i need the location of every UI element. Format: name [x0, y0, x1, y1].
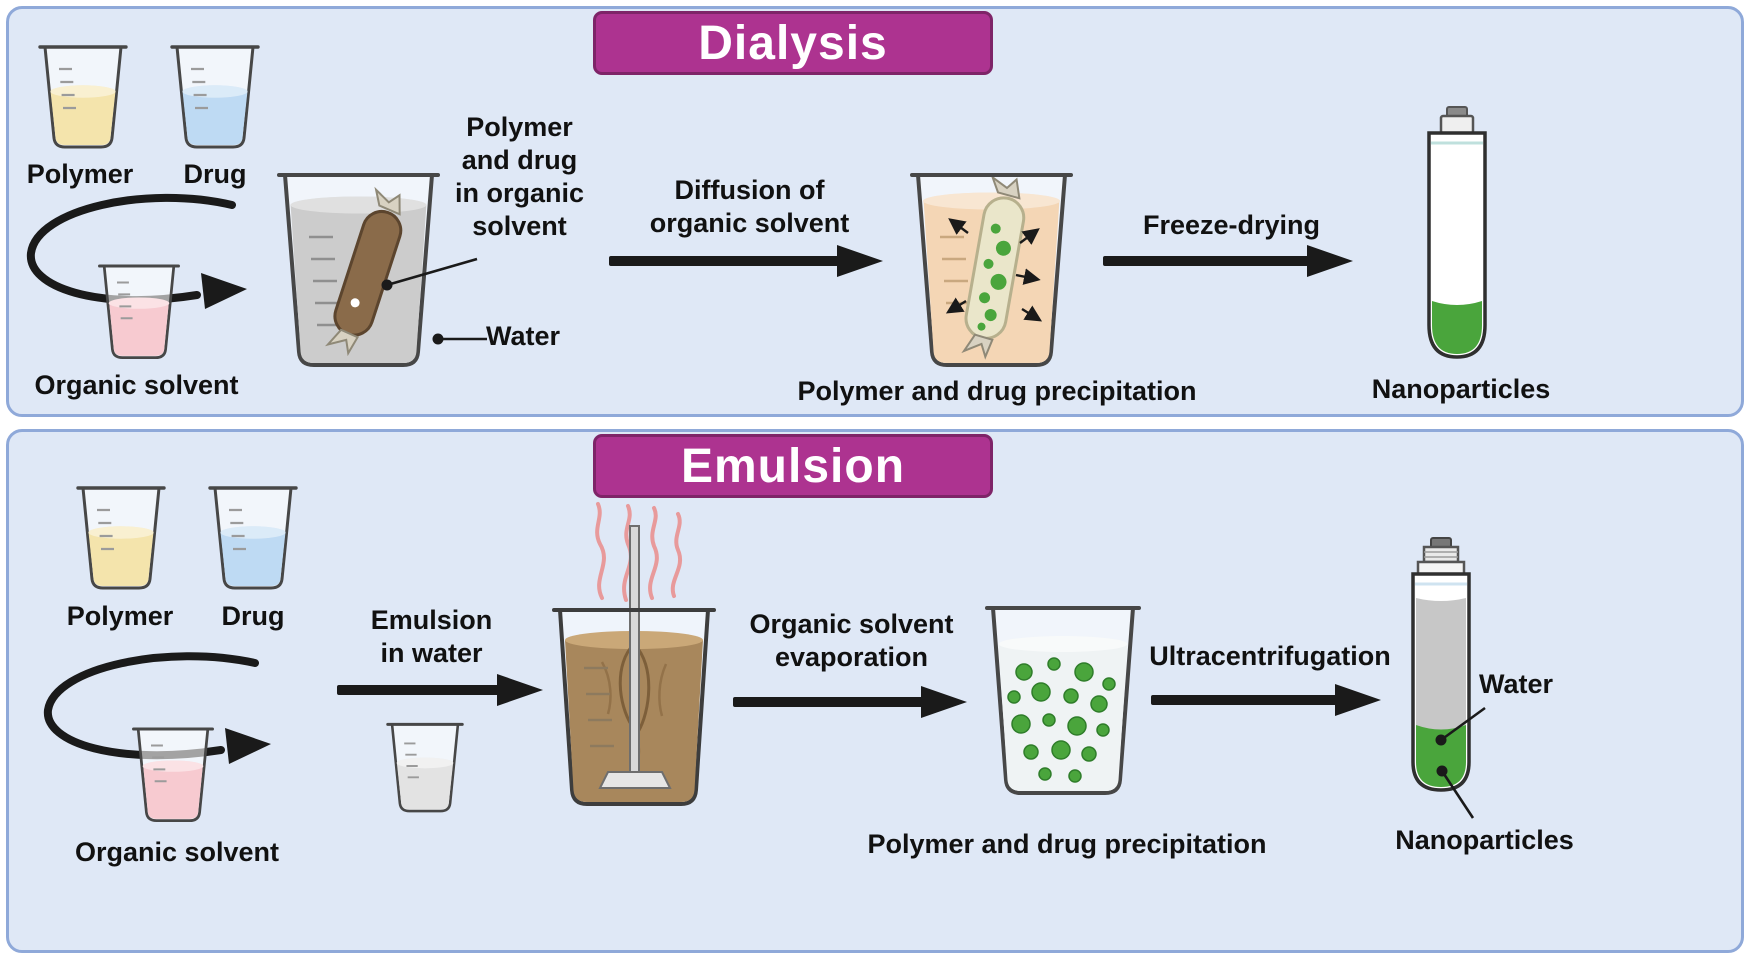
- organic-solvent-beaker: [125, 718, 221, 828]
- organic-solvent-label: Organic solvent: [74, 837, 280, 867]
- nanoparticle-tube-illustration: [1427, 106, 1487, 359]
- dialysis-bag: [324, 186, 403, 357]
- dialysis-bag-with-nanoparticles: [961, 174, 1026, 360]
- dialysis-water-beaker-illustration: [277, 173, 440, 367]
- diffusion-mini-arrows: [945, 218, 1043, 322]
- stirrer-paddle: [598, 771, 672, 789]
- drug-beaker: [165, 35, 265, 155]
- water-callout-line: [429, 327, 491, 351]
- water-callout-label: Water: [486, 321, 561, 351]
- emulsion-arrow: [335, 672, 547, 708]
- evaporation-arrow-label: Organic solvent evaporation: [749, 609, 954, 672]
- right-arrow-icon: [337, 674, 543, 706]
- organic-solvent-label: Organic solvent: [34, 370, 239, 400]
- nanoparticles-callout-line: [1433, 762, 1483, 824]
- evaporation-arrow: [731, 684, 971, 720]
- stirrer-rod: [629, 525, 640, 775]
- nanoparticle-dots: [1007, 657, 1116, 783]
- polymer-beaker-illustration: [76, 486, 166, 590]
- freeze-drying-arrow-label: Freeze-drying: [1142, 210, 1321, 240]
- emulsion-arrow-label: Emulsion in water: [370, 605, 493, 668]
- suspension-beaker-illustration: [985, 606, 1141, 795]
- centrifuge-tube-illustration: [1411, 537, 1471, 792]
- right-arrow-icon: [609, 245, 883, 277]
- drug-beaker-illustration: [208, 486, 298, 590]
- vapor-lines: [595, 502, 682, 602]
- dialysis-water-beaker: [271, 159, 446, 374]
- precipitation-label: Polymer and drug precipitation: [867, 829, 1267, 859]
- emulsion-panel: Emulsion Polymer: [6, 429, 1744, 953]
- water-beaker-small: [381, 714, 469, 818]
- bag-callout-label: Polymer and drug in organic solvent: [454, 112, 584, 241]
- water-callout-label: Water: [1479, 669, 1554, 699]
- curved-arrow-icon: [43, 652, 271, 764]
- organic-solvent-beaker: [91, 255, 187, 365]
- centrifuge-tube: [1401, 536, 1481, 798]
- diffusion-arrow: [607, 243, 887, 279]
- precipitation-label: Polymer and drug precipitation: [797, 376, 1197, 406]
- drug-label: Drug: [221, 601, 285, 631]
- dialysis-title: Dialysis: [698, 16, 888, 70]
- water-beaker-illustration: [386, 722, 464, 813]
- emulsion-title-banner: Emulsion: [593, 434, 993, 498]
- water-callout-line: [1429, 698, 1491, 748]
- right-arrow-icon: [1103, 245, 1353, 277]
- bag-callout-line: [377, 251, 482, 295]
- dialysis-panel: Dialysis Polymer: [6, 6, 1744, 417]
- right-arrow-icon: [1151, 684, 1381, 716]
- callout-line-icon: [1436, 765, 1475, 819]
- polymer-label: Polymer: [66, 601, 174, 631]
- dialysis-title-banner: Dialysis: [593, 11, 993, 75]
- nanoparticle-tube: [1421, 105, 1493, 365]
- nanoparticle-suspension-beaker: [979, 592, 1147, 802]
- organic-solvent-beaker-illustration: [132, 727, 214, 823]
- precipitation-beaker: [904, 159, 1079, 374]
- stirred-beaker-illustration: [552, 502, 716, 806]
- precipitation-beaker-illustration: [910, 173, 1073, 367]
- diffusion-arrow-label: Diffusion of organic solvent: [649, 175, 850, 238]
- polymer-beaker: [71, 476, 171, 596]
- polymer-beaker: [33, 35, 133, 155]
- mixing-curved-arrow: [33, 650, 298, 775]
- polymer-beaker-illustration: [38, 45, 128, 149]
- ultracentrifugation-arrow: [1149, 682, 1385, 718]
- drug-beaker: [203, 476, 303, 596]
- freeze-drying-arrow: [1101, 243, 1357, 279]
- drug-label: Drug: [183, 159, 247, 189]
- callout-line-icon: [381, 257, 478, 291]
- polymer-label: Polymer: [26, 159, 134, 189]
- stirred-emulsion-beaker: [544, 498, 724, 818]
- callout-line-icon: [1435, 706, 1486, 746]
- drug-beaker-illustration: [170, 45, 260, 149]
- callout-line-icon: [432, 333, 487, 345]
- organic-solvent-beaker-illustration: [98, 264, 180, 360]
- emulsion-title: Emulsion: [680, 439, 906, 493]
- nanoparticles-label: Nanoparticles: [1395, 825, 1574, 855]
- ultracentrifugation-arrow-label: Ultracentrifugation: [1149, 641, 1391, 671]
- nanoparticles-label: Nanoparticles: [1371, 374, 1551, 404]
- right-arrow-icon: [733, 686, 967, 718]
